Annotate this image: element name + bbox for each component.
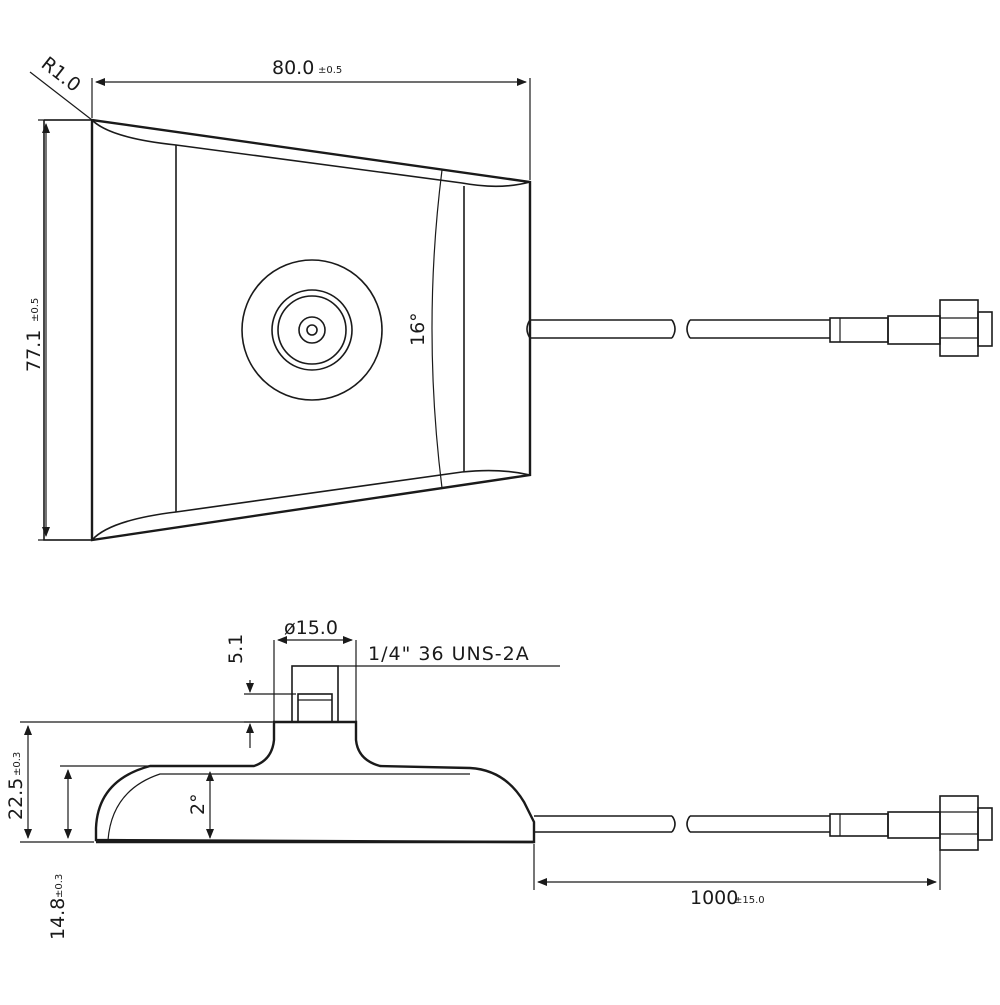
top-view: 80.0 ±0.5 R1.0 77.1 ±0.5 16° xyxy=(23,53,993,542)
sma-hex-nut-side xyxy=(939,795,979,851)
angle-arc xyxy=(431,169,443,489)
total-height-tolerance: ±0.3 xyxy=(12,752,23,776)
cable-length-value: 1000 xyxy=(690,887,738,909)
cable-top xyxy=(526,319,672,339)
cable-top-right xyxy=(690,319,830,339)
diameter-label: ø15.0 xyxy=(284,617,338,639)
corner-radius-label: R1.0 xyxy=(37,53,85,97)
cable-break-right xyxy=(686,319,691,339)
height-tolerance: ±0.5 xyxy=(30,298,41,322)
connector-thread xyxy=(297,693,333,723)
thread-label: 1/4" 36 UNS-2A xyxy=(368,643,530,665)
total-height-value: 22.5 xyxy=(5,778,27,820)
base-inner-line xyxy=(107,773,470,841)
connector-mid-ring xyxy=(271,289,353,371)
connector-outer-ring xyxy=(241,259,383,401)
sma-tip xyxy=(977,311,993,347)
connector-pin xyxy=(306,324,318,336)
radius-leader xyxy=(29,71,93,121)
base-profile xyxy=(94,720,536,844)
height-value: 77.1 xyxy=(23,330,45,372)
sma-ferrule-side xyxy=(829,813,889,837)
width-value: 80.0 xyxy=(272,57,314,79)
width-tolerance: ±0.5 xyxy=(318,65,342,76)
base-height-tolerance: ±0.3 xyxy=(54,874,65,898)
sma-body xyxy=(887,315,941,345)
connector-inner-ring xyxy=(277,295,347,365)
cable-length-tolerance: ±15.0 xyxy=(734,895,765,906)
cable-side xyxy=(534,815,672,833)
side-view: ø15.0 1/4" 36 UNS-2A 5.1 22.5 ±0.3 14.8 … xyxy=(5,617,993,940)
sma-body-side xyxy=(887,811,941,839)
left-flange xyxy=(43,119,92,541)
base-height-value: 14.8 xyxy=(47,898,69,940)
sma-tip-side xyxy=(977,807,993,841)
sma-hex-nut xyxy=(939,299,979,357)
connector-pin-ring xyxy=(298,316,326,344)
connector-height-label: 5.1 xyxy=(225,634,247,664)
angle-label: 16° xyxy=(407,312,429,346)
draft-angle-label: 2° xyxy=(187,793,209,815)
sma-ferrule xyxy=(829,317,889,343)
cable-break-left xyxy=(671,319,676,339)
